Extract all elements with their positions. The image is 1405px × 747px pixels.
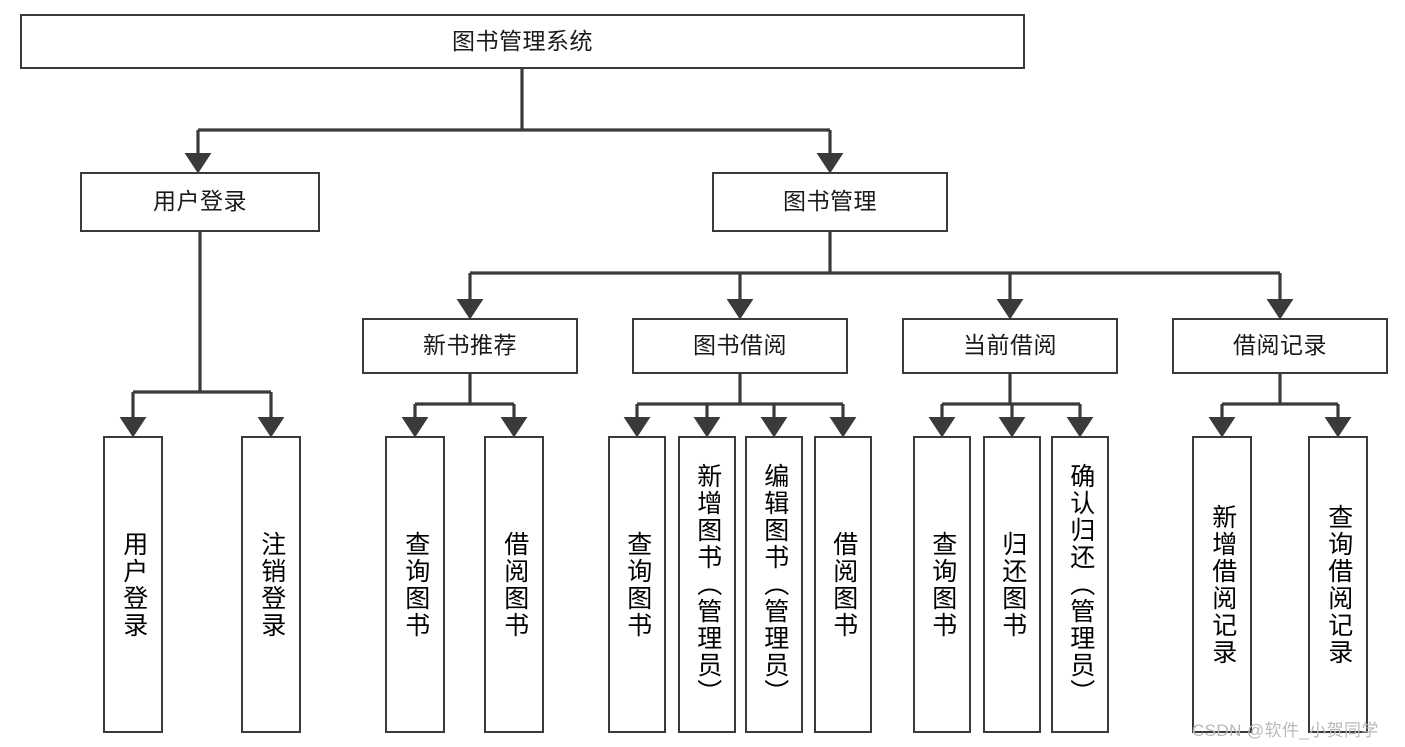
node-new-book-rec-label: 新书推荐 (423, 332, 517, 359)
leaf-add-record[interactable]: 新增借阅记录 (1192, 436, 1252, 733)
leaf-query-book-bor[interactable]: 查询图书 (608, 436, 666, 733)
leaf-add-book[interactable]: 新增图书（管理员） (678, 436, 736, 733)
leaf-add-record-label: 新增借阅记录 (1208, 503, 1237, 666)
node-borrow-record-label: 借阅记录 (1233, 332, 1327, 359)
leaf-user-login[interactable]: 用户登录 (103, 436, 163, 733)
node-root[interactable]: 图书管理系统 (20, 14, 1025, 69)
leaf-edit-book-label: 编辑图书（管理员） (760, 463, 789, 706)
node-root-label: 图书管理系统 (452, 27, 593, 54)
node-book-borrow[interactable]: 图书借阅 (632, 318, 848, 374)
node-new-book-rec[interactable]: 新书推荐 (362, 318, 578, 374)
node-book-manage-label: 图书管理 (783, 188, 877, 215)
node-borrow-record[interactable]: 借阅记录 (1172, 318, 1388, 374)
node-book-borrow-label: 图书借阅 (693, 332, 787, 359)
leaf-query-book-rec-label: 查询图书 (401, 530, 430, 639)
leaf-borrow-book-rec-label: 借阅图书 (500, 530, 529, 639)
leaf-return-book-label: 归还图书 (998, 530, 1027, 639)
leaf-confirm-return-label: 确认归还（管理员） (1066, 463, 1095, 706)
leaf-return-book[interactable]: 归还图书 (983, 436, 1041, 733)
leaf-edit-book[interactable]: 编辑图书（管理员） (745, 436, 803, 733)
leaf-user-login-label: 用户登录 (119, 530, 148, 639)
leaf-add-book-label: 新增图书（管理员） (693, 463, 722, 706)
node-current-borrow[interactable]: 当前借阅 (902, 318, 1118, 374)
leaf-query-record[interactable]: 查询借阅记录 (1308, 436, 1368, 733)
leaf-user-logout[interactable]: 注销登录 (241, 436, 301, 733)
node-current-borrow-label: 当前借阅 (963, 332, 1057, 359)
leaf-query-book-rec[interactable]: 查询图书 (385, 436, 445, 733)
node-user-login[interactable]: 用户登录 (80, 172, 320, 232)
leaf-query-book-cur[interactable]: 查询图书 (913, 436, 971, 733)
leaf-borrow-book-rec[interactable]: 借阅图书 (484, 436, 544, 733)
leaf-borrow-book-bor-label: 借阅图书 (829, 530, 858, 639)
leaf-user-logout-label: 注销登录 (257, 530, 286, 639)
leaf-borrow-book-bor[interactable]: 借阅图书 (814, 436, 872, 733)
leaf-confirm-return[interactable]: 确认归还（管理员） (1051, 436, 1109, 733)
leaf-query-book-cur-label: 查询图书 (928, 530, 957, 639)
leaf-query-record-label: 查询借阅记录 (1324, 503, 1353, 666)
node-user-login-label: 用户登录 (153, 188, 247, 215)
leaf-query-book-bor-label: 查询图书 (623, 530, 652, 639)
node-book-manage[interactable]: 图书管理 (712, 172, 948, 232)
